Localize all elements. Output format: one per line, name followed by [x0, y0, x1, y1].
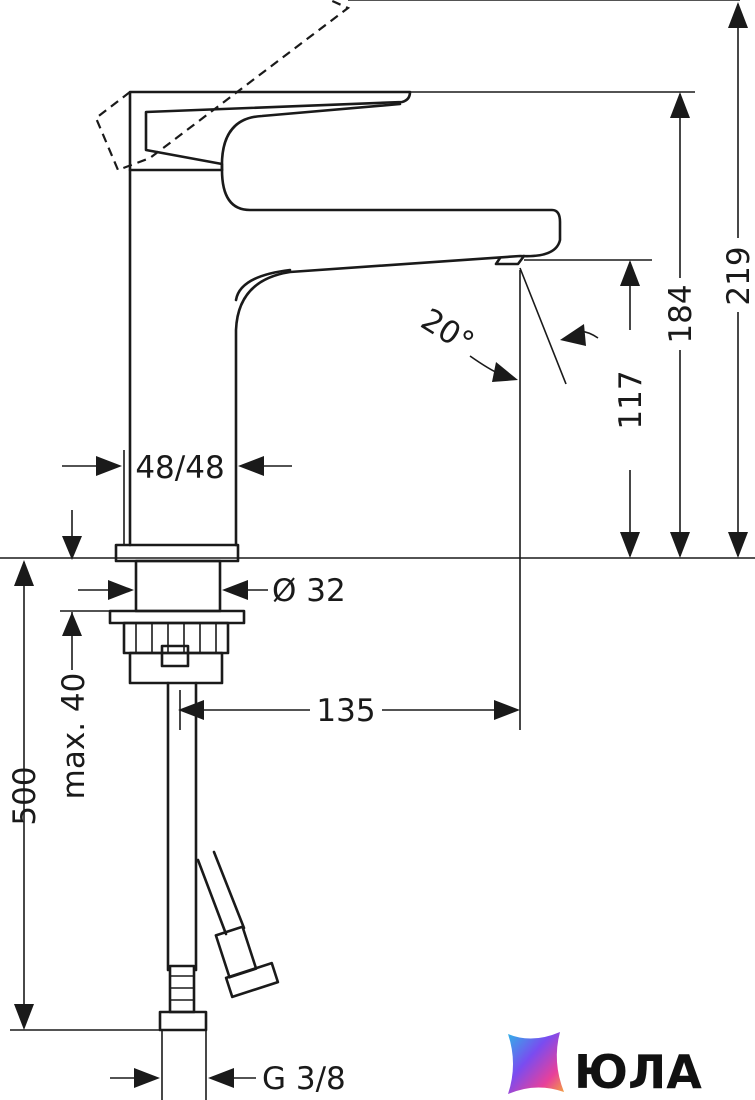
label-spout-height: 184 — [663, 284, 699, 343]
brand-logo: ЮЛА — [508, 1032, 702, 1099]
label-max-thickness: max. 40 — [56, 673, 92, 800]
label-hose-length: 500 — [7, 766, 43, 825]
dimension-arrows — [14, 2, 748, 1088]
label-connection-thread: G 3/8 — [262, 1061, 346, 1097]
label-jet-angle: 20° — [414, 302, 480, 362]
dimension-labels: 48/48 Ø 32 135 G 3/8 max. 40 500 117 184… — [7, 246, 755, 1097]
label-outlet-height: 117 — [613, 370, 649, 429]
label-body-width: 48/48 — [135, 450, 224, 486]
base-and-stem — [108, 543, 280, 1032]
label-stem-diameter: Ø 32 — [272, 573, 346, 609]
label-total-height: 219 — [721, 246, 755, 305]
brand-star-icon — [508, 1032, 564, 1094]
faucet-outline — [94, 0, 562, 547]
label-spout-reach: 135 — [316, 693, 375, 729]
brand-name: ЮЛА — [574, 1045, 702, 1099]
